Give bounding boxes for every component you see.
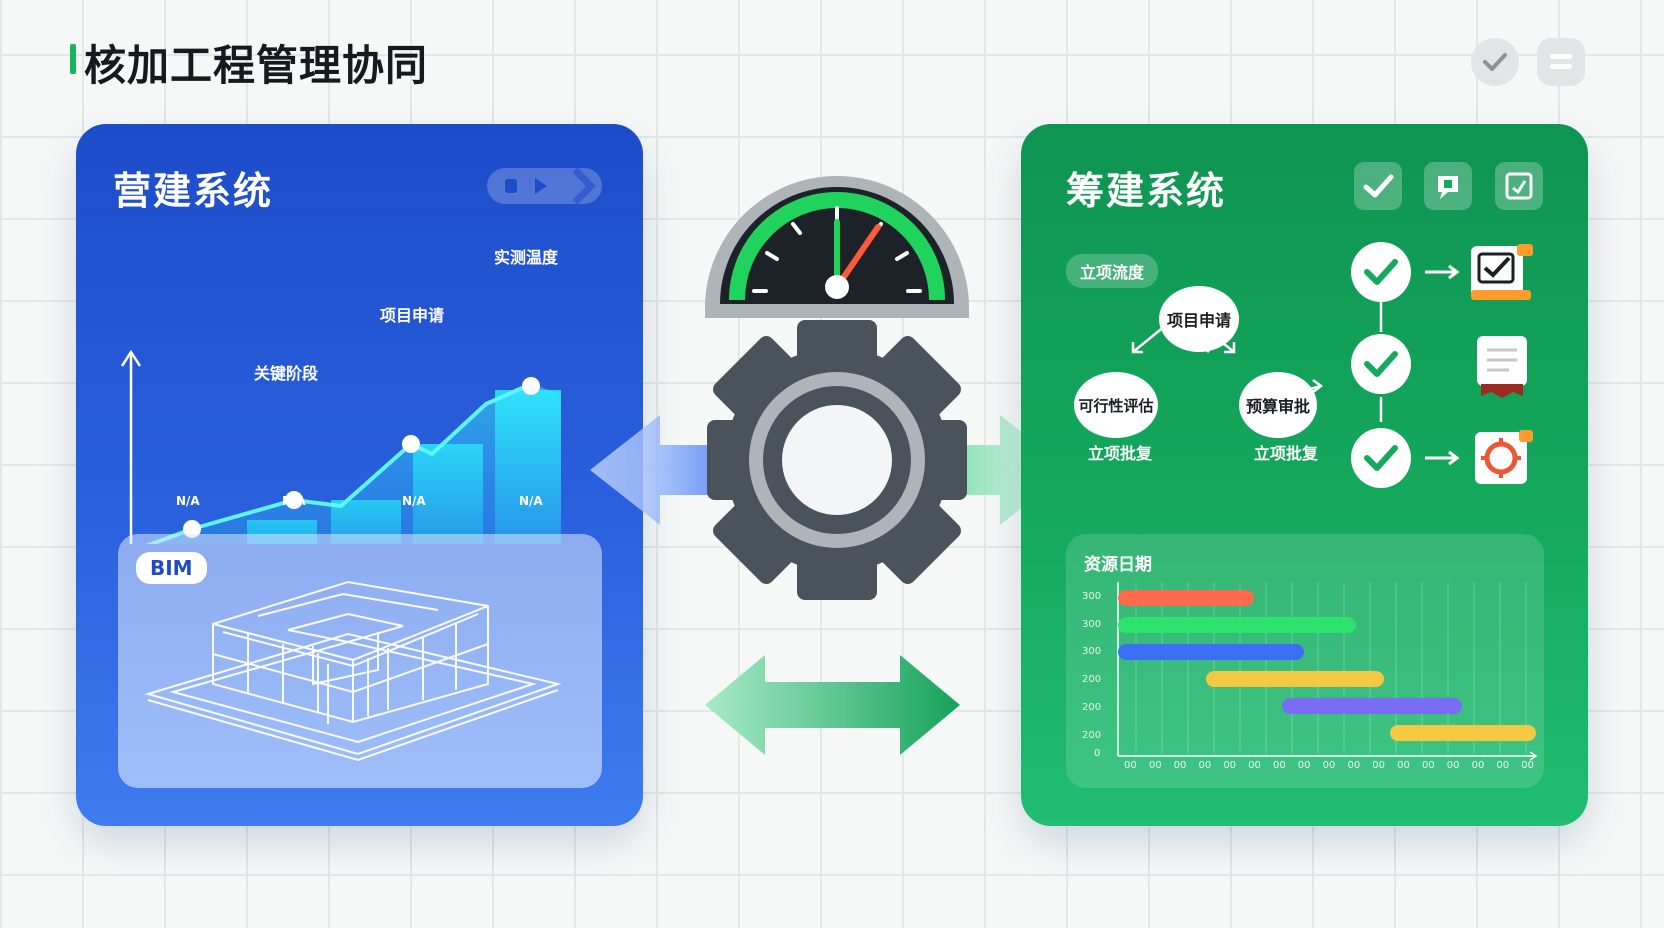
- construction-system-panel: 营建系统: [76, 124, 643, 826]
- clipboard-icon: [1471, 244, 1533, 300]
- panel-title: 筹建系统: [1066, 169, 1227, 213]
- point-4: [522, 377, 540, 395]
- double-arrow-icon: [705, 655, 960, 755]
- gantt-x-tick: 00: [1272, 760, 1286, 771]
- flow-tag: 立项流度: [1066, 254, 1159, 288]
- menu-icon: [1550, 54, 1572, 69]
- gantt-y-tick: 200: [1082, 702, 1102, 713]
- gantt-y-tick: 300: [1082, 619, 1102, 630]
- gantt-x-tick: 00: [1198, 760, 1212, 771]
- check-button[interactable]: [1471, 38, 1519, 86]
- certificate-icon: [1477, 336, 1527, 398]
- gantt-y-tick: 300: [1082, 646, 1102, 657]
- gantt-x-tick: 00: [1173, 760, 1187, 771]
- trend-line: [145, 382, 532, 544]
- flow-sublabel: 立项批复: [1254, 444, 1319, 463]
- gantt-x-tick: 00: [1322, 760, 1336, 771]
- check-box-icon: [1363, 174, 1394, 198]
- center-hub: [590, 176, 1070, 755]
- gantt-x-tick: 00: [1421, 760, 1435, 771]
- point-2: [285, 491, 303, 509]
- gantt-y-tick: 200: [1082, 730, 1102, 741]
- y-axis-arrow: [120, 349, 142, 367]
- settings-icon: [1475, 430, 1533, 484]
- chat-button[interactable]: [1424, 162, 1472, 210]
- gantt-x-tick: 00: [1148, 760, 1162, 771]
- flow-node-feasibility[interactable]: 可行性评估: [1074, 372, 1158, 438]
- point-1: [183, 520, 201, 538]
- title-accent-bar: [70, 44, 76, 74]
- menu-button[interactable]: [1537, 38, 1585, 86]
- point-3: [402, 435, 420, 453]
- gantt-bar-5: [1282, 698, 1462, 714]
- export-icon: [1505, 172, 1533, 200]
- flow-sublabel: 立项批复: [1088, 444, 1153, 463]
- check-circle-icon: [1351, 428, 1411, 488]
- bim-badge: BIM: [136, 552, 207, 584]
- x-tick-label: N/A: [176, 494, 200, 508]
- gantt-y-tick: 200: [1082, 674, 1102, 685]
- x-tick-label: N/A: [402, 494, 426, 508]
- chat-icon: [1438, 176, 1458, 199]
- gantt-y-tick: 0: [1094, 748, 1101, 759]
- arrow-left-icon: [590, 415, 730, 525]
- gantt-bar-1: [1118, 590, 1254, 606]
- chart-label-application: 项目申请: [380, 306, 445, 325]
- video-controls[interactable]: [487, 166, 602, 206]
- gantt-x-tick: 00: [1521, 760, 1534, 771]
- gantt-title: 资源日期: [1084, 555, 1152, 575]
- gantt-chart: [1117, 582, 1538, 761]
- chart-label-measured: 实测温度: [494, 248, 559, 267]
- gantt-x-tick: 00: [1372, 760, 1386, 771]
- gantt-bar-4: [1206, 671, 1384, 687]
- checklist: [1351, 242, 1533, 488]
- flow-node-budget[interactable]: 预算审批: [1239, 372, 1317, 438]
- check-icon: [1483, 53, 1507, 71]
- gantt-bar-2: [1118, 617, 1356, 633]
- speedometer-icon: [705, 176, 969, 318]
- gantt-x-axis: 00 00 00 00 00 00 00 00 00 00 00 00 00 0…: [1124, 760, 1534, 771]
- gantt-x-tick: 00: [1297, 760, 1311, 771]
- panel-title: 营建系统: [113, 169, 274, 213]
- export-button[interactable]: [1495, 162, 1543, 210]
- gantt-y-tick: 300: [1082, 591, 1102, 602]
- progress-chart: [120, 349, 561, 544]
- gantt-x-tick: 00: [1446, 760, 1460, 771]
- gantt-bar-6: [1390, 725, 1536, 741]
- check-circle-icon: [1351, 334, 1411, 394]
- bim-model-card[interactable]: BIM: [118, 534, 602, 788]
- gantt-x-tick: 00: [1124, 760, 1137, 771]
- check-box-button[interactable]: [1354, 162, 1402, 210]
- area-fill: [151, 384, 561, 544]
- x-tick-label: N/A: [519, 494, 543, 508]
- gantt-x-tick: 00: [1397, 760, 1410, 771]
- gear-icon: [707, 320, 967, 600]
- preparation-system-panel: 筹建系统 立项流度 项目申请 可行性评估 预算审批 立项批复 立项批复: [1021, 124, 1588, 826]
- flow-node-application[interactable]: 项目申请: [1159, 286, 1239, 352]
- gantt-x-tick: 00: [1471, 760, 1485, 771]
- gantt-x-tick: 00: [1248, 760, 1261, 771]
- gantt-x-tick: 00: [1223, 760, 1237, 771]
- page-title: 核加工程管理协同: [84, 41, 429, 90]
- resource-gantt-card[interactable]: 资源日期 300 300 300 200 200 200 0: [1066, 534, 1544, 788]
- chart-label-key-stage: 关键阶段: [254, 364, 319, 383]
- gantt-bar-3: [1118, 644, 1304, 660]
- check-circle-icon: [1351, 242, 1411, 302]
- x-tick-label: N/A: [282, 494, 306, 508]
- video-controls-icon: [487, 167, 602, 205]
- building-wireframe-icon: [144, 580, 562, 762]
- gantt-x-tick: 00: [1496, 760, 1510, 771]
- gantt-x-tick: 00: [1347, 760, 1361, 771]
